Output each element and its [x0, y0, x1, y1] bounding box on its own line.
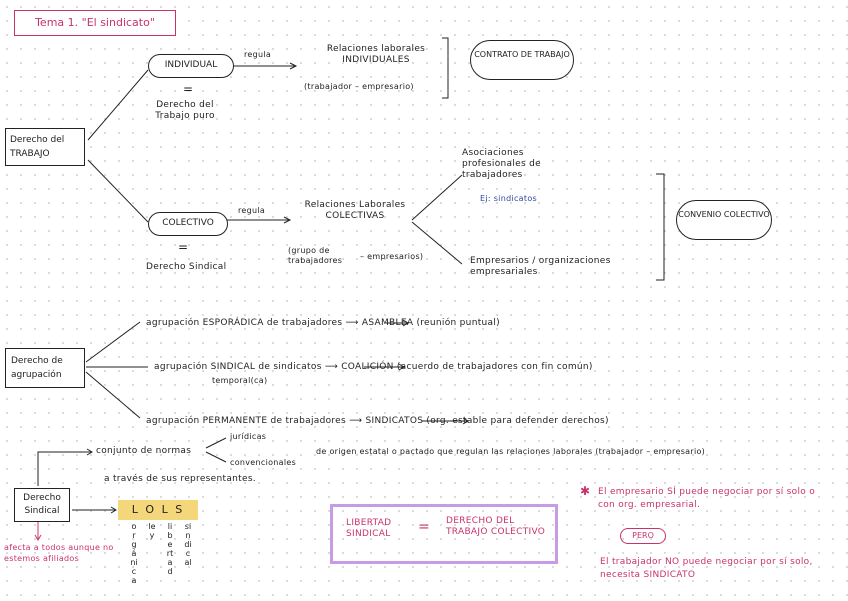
row-sindical: agrupación SINDICAL de sindicatos ⟶ COAL…: [154, 362, 593, 372]
lols-col-sindical: sindical: [184, 522, 192, 567]
row-permanente: agrupación PERMANENTE de trabajadores ⟶ …: [146, 416, 609, 426]
normas-convencionales: convencionales: [230, 458, 297, 467]
branch-permanente: [85, 371, 141, 419]
equation-equals: =: [418, 519, 431, 535]
lols-col-libertad: libertad: [166, 522, 174, 576]
row-esporadica: agrupación ESPORÁDICA de trabajadores ⟶ …: [146, 318, 500, 328]
root-derecho-del-trabajo: Derecho del TRABAJO: [5, 128, 85, 166]
libertad-equation-box: [330, 504, 558, 564]
colectivo-parties-left: (grupo de trabajadores: [288, 246, 343, 265]
asociaciones-profesionales: Asociaciones profesionales de trabajador…: [462, 148, 541, 180]
empresario-note: El empresario SÍ puede negociar por sí s…: [598, 487, 816, 510]
pero-oval: PERO: [620, 528, 666, 544]
node-individual: INDIVIDUAL: [148, 54, 234, 78]
branch-empresarios: [411, 221, 463, 265]
normas-juridicas: jurídicas: [230, 432, 267, 441]
bracket-individual: [442, 37, 449, 99]
empresarios-organizaciones: Empresarios / organizaciones empresarial…: [470, 256, 611, 277]
individual-parties: (trabajador – empresario): [304, 82, 414, 91]
row-sindical-sub: temporal(ca): [212, 376, 268, 385]
branch-asociaciones: [411, 174, 463, 221]
branch-esporadica: [85, 321, 141, 363]
lols-badge: L O L S: [118, 500, 198, 520]
colectivo-note: Derecho Sindical: [146, 262, 227, 272]
colectivo-equals: =: [178, 240, 189, 254]
relaciones-colectivas: Relaciones Laborales COLECTIVAS: [304, 200, 406, 221]
origen-text: de origen estatal o pactado que regulan …: [316, 447, 706, 456]
derecho-trabajo-colectivo: DERECHO DEL TRABAJO COLECTIVO: [446, 516, 546, 537]
cloud-contrato: CONTRATO DE TRABAJO: [470, 40, 574, 80]
colectivo-parties-right: – empresarios): [360, 252, 424, 261]
root-derecho-de-agrupacion: Derecho de agrupación: [5, 348, 85, 388]
afecta-note: afecta a todos aunque no estemos afiliad…: [4, 543, 114, 563]
derecho-sindical-box: Derecho Sindical: [14, 488, 70, 522]
conjunto-normas: conjunto de normas: [96, 446, 192, 456]
branch-colectivo: [87, 159, 149, 223]
node-colectivo: COLECTIVO: [148, 212, 228, 236]
individual-note: Derecho del Trabajo puro: [155, 100, 215, 121]
page-title: Tema 1. "El sindicato": [14, 10, 176, 36]
arrow-to-conjunto: [37, 451, 92, 486]
libertad-sindical-label: LIBERTAD SINDICAL: [346, 518, 392, 539]
relaciones-individuales: Relaciones laborales INDIVIDUALES: [326, 44, 426, 65]
individual-regula: regula: [244, 50, 272, 59]
ej-sindicatos: Ej: sindicatos: [480, 194, 537, 203]
star-icon: ✱: [580, 484, 591, 498]
trabajador-note: El trabajador NO puede negociar por sí s…: [600, 557, 813, 580]
cloud-convenio: CONVENIO COLECTIVO: [676, 200, 772, 240]
traves-text: a través de sus representantes.: [104, 474, 256, 484]
lols-col-organica: orgánica: [130, 522, 138, 585]
colectivo-regula: regula: [238, 206, 266, 215]
bracket-colectivo: [656, 173, 665, 281]
branch-individual: [87, 69, 149, 141]
lols-col-ley: ley: [148, 522, 156, 540]
individual-equals: =: [183, 82, 194, 96]
